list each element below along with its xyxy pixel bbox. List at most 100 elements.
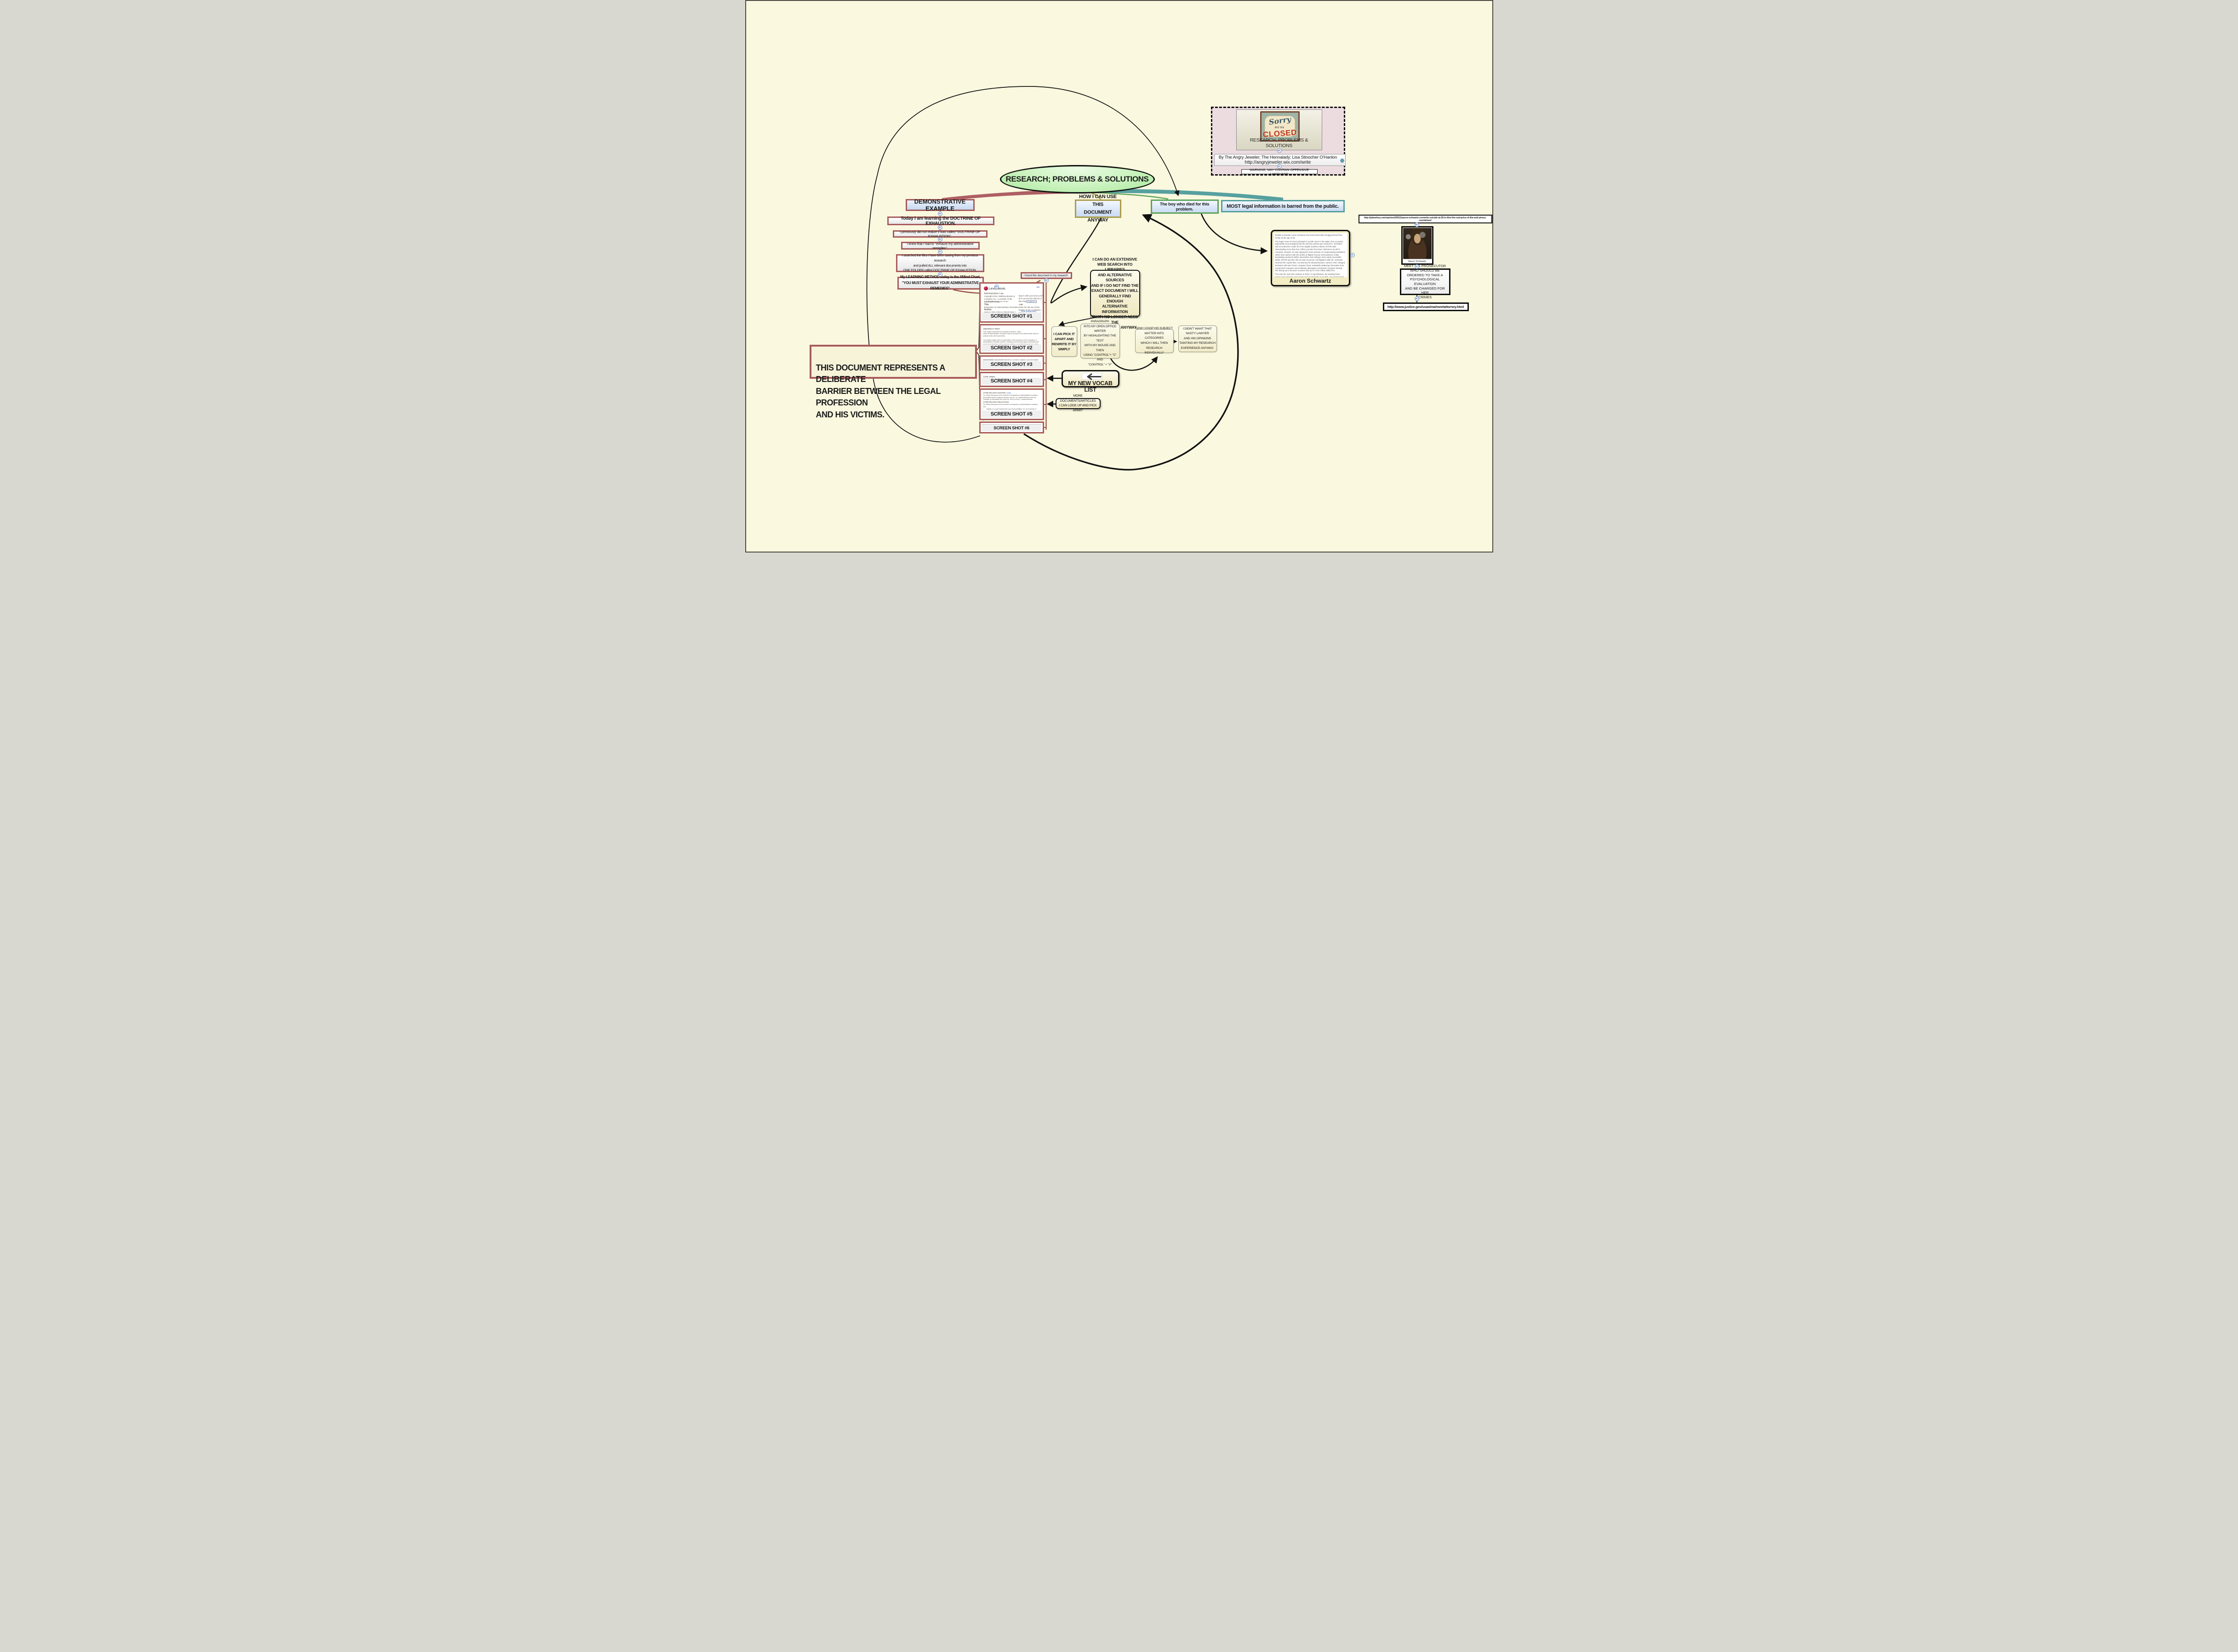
collapse-dot[interactable] <box>1414 296 1419 301</box>
found-document-text: I found this document in my research: <box>1023 274 1069 277</box>
note-vocab-list[interactable]: MY NEW VOCAB LIST <box>1061 370 1119 393</box>
screenshot-5-caption: SCREEN SHOT #5 <box>982 410 1041 418</box>
step-previously-text: I previously did not realize it was call… <box>900 230 980 238</box>
note-pick-text: I CAN PICK IT APART AND REWRITE IT BY SI… <box>1051 331 1077 352</box>
warning-text: WARNING; MAY CONTAIN OFFENSIVE LANGUAGE <box>1250 167 1309 176</box>
were-text: WE'RE <box>1274 126 1285 129</box>
step-today-learning[interactable]: Today I am learning the DOCTRINE OF EXHA… <box>887 216 994 226</box>
step-searched[interactable]: I searched the files I have been saving … <box>896 253 984 272</box>
shot4-heading: CORE TERMS: <box>983 376 996 378</box>
step-knew[interactable]: I knew that I had to "exhaust my adminis… <box>901 242 980 250</box>
shot1-title-label: Title <box>984 303 989 306</box>
shot3-lead: Administrative Law <box>983 359 998 361</box>
collapse-dot[interactable] <box>994 285 999 289</box>
closed-sign-group: Sorry WE'RE CLOSED RESEARCH; PROBLEMS & … <box>1210 107 1346 176</box>
screenshot-6-caption: SCREEN SHOT #6 <box>982 425 1041 431</box>
view-link[interactable]: (View) <box>1006 392 1011 394</box>
aaron-photo-caption: Aaron Schwartz <box>1403 259 1432 263</box>
aaron-photo-box[interactable]: Aaron Schwartz <box>1401 226 1433 265</box>
closed-sign-card[interactable]: Sorry WE'RE CLOSED RESEARCH; PROBLEMS & … <box>1236 109 1322 150</box>
browse-link[interactable]: Bro <box>1036 286 1040 288</box>
screenshot-5[interactable]: OTHER RELATED CHAPTERS: (View) For furth… <box>979 388 1044 420</box>
barrier-statement[interactable]: THIS DOCUMENT REPRESENTS A DELIBERATE BA… <box>809 345 977 419</box>
central-topic-label: RESEARCH; PROBLEMS & SOLUTIONS <box>1005 175 1149 183</box>
shot5-heading2: OTHER RELATED PUBLICATIONS: <box>983 401 1010 403</box>
collapse-dot[interactable] <box>937 272 942 277</box>
branch-band-teal <box>1075 189 1283 202</box>
note-more-documents[interactable]: MORE DOCUMENTS/ARTICLES I CAN LOOK UP AN… <box>1055 394 1101 412</box>
barrier-text: THIS DOCUMENT REPRESENTS A DELIBERATE BA… <box>816 363 945 419</box>
collapse-dot[interactable] <box>1350 253 1355 257</box>
left-arrow-icon <box>1081 373 1102 380</box>
topic-most-text: MOST legal information is barred from th… <box>1227 203 1339 209</box>
planetivy-url-box[interactable]: http://planetivy.com/opinion/20611/aaron… <box>1358 215 1492 223</box>
warning-box[interactable]: WARNING; MAY CONTAIN OFFENSIVE LANGUAGE <box>1241 167 1318 176</box>
screenshot-2-caption: SCREEN SHOT #2 <box>982 344 1041 352</box>
collapse-dot[interactable] <box>1044 278 1049 283</box>
note-pick-apart[interactable]: I CAN PICK IT APART AND REWRITE IT BY SI… <box>1051 326 1077 357</box>
shot1-copyright: Copyright 2012, Matthew Bender & Company… <box>984 295 1015 303</box>
signin-button[interactable]: Sign In <box>1026 300 1037 303</box>
aaron-article-p2: The tragic news of Aaron Schwartz's suic… <box>1275 240 1346 272</box>
sorry-closed-image: Sorry WE'RE CLOSED <box>1260 111 1300 142</box>
screenshot-1[interactable]: LexisNexis Bro Administrative Law Copyri… <box>979 282 1044 323</box>
arrow-boy-to-article <box>1200 213 1268 255</box>
arrow-copying-to-chop <box>1110 356 1158 371</box>
collapse-dot[interactable] <box>937 237 942 242</box>
note-chop-categories[interactable]: NOW I CHOP HIS SUBJECT MATTER INTO CATEG… <box>1135 327 1174 354</box>
shot2-heading: ABSTRACT TEXT: <box>983 328 1000 330</box>
screenshot-6[interactable]: If you are interested in obtaining a lex… <box>979 422 1044 433</box>
collapse-dot[interactable] <box>1414 222 1419 227</box>
planetivy-url-text: http://planetivy.com/opinion/20611/aaron… <box>1364 216 1487 222</box>
central-topic[interactable]: RESEARCH; PROBLEMS & SOLUTIONS <box>999 165 1155 194</box>
grand-loop-right <box>1023 214 1239 471</box>
prosecutor-box[interactable]: MEET HIS PROSECUTOR WHO SHOULD BE ORDERE… <box>1399 264 1450 299</box>
topic-how-use-document[interactable]: HOW I CAN USE THIS DOCUMENT ANYWAY <box>1074 194 1121 223</box>
byline-text: By The Angry Jeweler; The Hennalady; Lis… <box>1218 155 1337 160</box>
aaron-article-box[interactable]: Reddit co-founder Aaron Schwartz was fou… <box>1270 230 1350 286</box>
shot1-author-label: Author <box>984 308 992 311</box>
shot1-title-value: Exhaustion of Administrative Remedies <box>984 306 1019 308</box>
step-previously[interactable]: I previously did not realize it was call… <box>892 230 988 238</box>
print-hardcover-link[interactable]: Print (Hardcover) <box>1021 310 1037 313</box>
step-knew-text: I knew that I had to "exhaust my adminis… <box>907 241 974 250</box>
topic-boy-who-died[interactable]: The boy who died for this problem. <box>1150 199 1219 214</box>
screenshot-1-caption: SCREEN SHOT #1 <box>982 313 1041 320</box>
note-more-text: MORE DOCUMENTS/ARTICLES I CAN LOOK UP AN… <box>1059 394 1097 412</box>
shot1-or: -OR- <box>1018 303 1023 306</box>
screenshot-4-caption: SCREEN SHOT #4 <box>982 378 1041 385</box>
byline-box[interactable]: By The Angry Jeweler; The Hennalady; Lis… <box>1214 154 1346 166</box>
step-learning-method-text: My LEARNING METHOD today is the XMind Ch… <box>900 275 981 291</box>
arrow-how-to-extensive <box>1050 217 1102 304</box>
sorry-closed-inner <box>1264 116 1295 137</box>
aaron-article-p3: This was the man who worked on RSS 1.0 s… <box>1275 273 1344 277</box>
step-learning-method[interactable]: My LEARNING METHOD today is the XMind Ch… <box>897 275 984 291</box>
topic-boy-text: The boy who died for this problem. <box>1159 201 1210 212</box>
topic-demonstrative-example[interactable]: DEMONSTRATIVE EXAMPLE <box>905 198 975 212</box>
screenshot-4[interactable]: CORE TERMS: Exhaustion of Administrative… <box>979 372 1044 387</box>
collapse-dot[interactable] <box>1414 264 1419 269</box>
justice-url-box[interactable]: http://www.justice.gov/usao/ma/meetattor… <box>1382 302 1469 311</box>
lexisnexis-logo-icon <box>983 286 988 291</box>
note-nasty-lawyer[interactable]: I DIDN'T WANT THAT NASTY LAWYER AND HIS … <box>1178 325 1217 352</box>
collapse-dot[interactable] <box>937 225 942 230</box>
note-copying[interactable]: COPYING THE PARAGRAPH INTO MY OPEN OFFIC… <box>1080 315 1120 366</box>
step-today-text: Today I am learning the DOCTRINE OF EXHA… <box>901 216 981 226</box>
shot5-para1: For further discussion of the doctrine o… <box>983 394 1038 401</box>
collapse-dot[interactable] <box>937 211 942 216</box>
note-extensive-search[interactable]: I CAN DO AN EXTENSIVE WEB SEARCH INTO LI… <box>1090 257 1140 330</box>
globe-icon <box>1340 159 1344 163</box>
collapse-dot[interactable] <box>937 250 942 254</box>
note-lawyer-text: I DIDN'T WANT THAT NASTY LAWYER AND HIS … <box>1179 327 1216 350</box>
shot1-signin-text: Sign in with your lexis.com® ID to acces… <box>1018 295 1044 302</box>
shot1-cite: 5-49 Administrative Law 49.syn <box>984 301 1009 302</box>
screenshot-3[interactable]: Administrative Law (Matthew Bender) is a… <box>979 355 1044 370</box>
byline-url[interactable]: http://angryjeweler.wix.com/write <box>1245 160 1311 165</box>
grand-loop-left <box>866 86 1179 443</box>
shot5-heading1: OTHER RELATED CHAPTERS: <box>983 392 1006 394</box>
topic-most-legal-info[interactable]: MOST legal information is barred from th… <box>1221 200 1345 212</box>
collapse-dot[interactable] <box>1277 164 1282 169</box>
topic-how-text: HOW I CAN USE THIS DOCUMENT ANYWAY <box>1079 194 1117 223</box>
screenshot-2[interactable]: ABSTRACT TEXT: This chapter discusses th… <box>979 324 1044 354</box>
collapse-dot[interactable] <box>1277 148 1282 153</box>
